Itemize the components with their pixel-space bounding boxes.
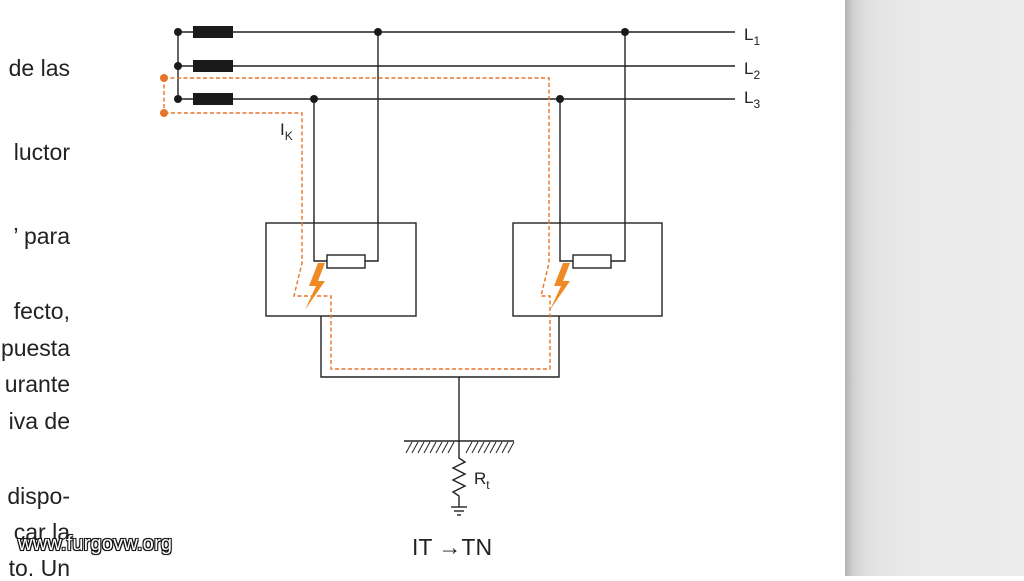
text-fragment-8: dispo-: [7, 483, 70, 509]
text-fragment-7: iva de: [8, 408, 70, 434]
equipment-1-fault-bolt-icon: [305, 263, 325, 310]
equipment-2-fault-bolt-icon: [550, 263, 570, 310]
label-fault-current: IK: [280, 120, 293, 143]
earth-hatching: [405, 441, 515, 454]
equipment-1-enclosure: [265, 222, 417, 317]
earth-resistor: [451, 441, 467, 507]
text-fragment-1: de las: [8, 55, 70, 81]
text-fragment-9: car la: [13, 519, 70, 545]
equipment-1-feeder-l3: [313, 99, 327, 262]
equipment-2-enclosure: [512, 222, 663, 317]
it-tn-circuit-diagram: L1 L2 L3 IK Rt IT →TN: [160, 25, 760, 560]
protective-conductor: [320, 316, 560, 378]
source-impedance-l3: [193, 93, 233, 105]
fault-node-bottom: [160, 109, 168, 117]
equipment-1-load: [326, 254, 366, 269]
junction-dots: [174, 28, 629, 103]
text-fragment-2: luctor: [13, 139, 70, 165]
viewer-side-panel: [845, 0, 1024, 576]
site-watermark: www.furgovw.org: [18, 533, 173, 555]
text-fragment-5: puesta: [0, 335, 70, 361]
label-l2: L2: [744, 59, 760, 82]
diagram-caption: IT →TN: [412, 534, 492, 560]
fault-node-top: [160, 74, 168, 82]
text-fragment-3: ’ para: [13, 223, 70, 249]
label-l3: L3: [744, 88, 760, 111]
label-earth-resistance: Rt: [474, 469, 490, 492]
document-page: [0, 0, 845, 576]
source-impedance-l1: [193, 26, 233, 38]
text-fragment-6: urante: [4, 371, 70, 397]
fault-current-path: [163, 77, 551, 370]
text-fragment-4: fecto,: [13, 298, 70, 324]
source-impedance-l2: [193, 60, 233, 72]
label-l1: L1: [744, 25, 760, 48]
equipment-2-feeder-l1: [611, 32, 626, 262]
equipment-2-load: [572, 254, 612, 269]
equipment-1-feeder-l1: [365, 32, 379, 262]
equipment-2-feeder-l3: [559, 99, 573, 262]
